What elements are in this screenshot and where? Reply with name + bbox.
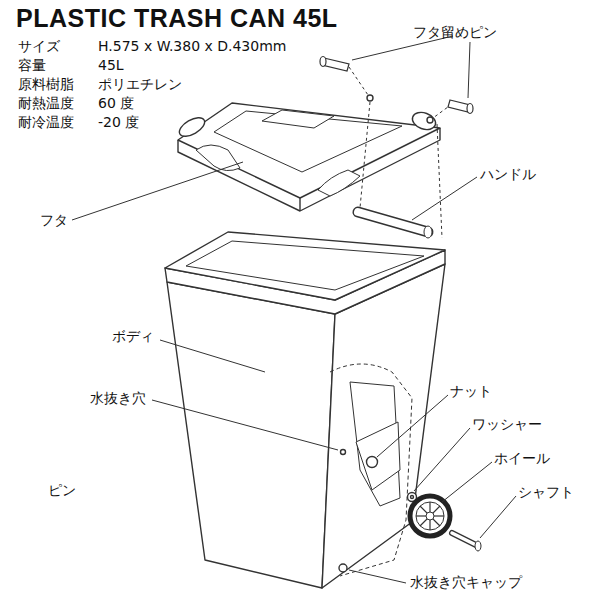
assembly-line [360, 102, 370, 208]
spoke [420, 506, 440, 526]
part-label: ナット [450, 383, 492, 399]
leader-lines [72, 36, 516, 583]
nut [367, 457, 378, 468]
pin-head [467, 104, 473, 114]
leader-line [412, 177, 477, 220]
part-label: ハンドル [480, 166, 536, 182]
shaft-body [452, 533, 478, 546]
lid-grip [318, 170, 360, 196]
spec-name: サイズ [18, 38, 60, 54]
body-side [322, 264, 445, 588]
wheel [410, 496, 450, 536]
body-rim [165, 232, 445, 300]
part-label: ボディ [112, 328, 154, 344]
part-label: ワッシャー [472, 416, 542, 432]
handle-bar [358, 212, 428, 232]
part-label: シャフト [518, 484, 574, 500]
washer-hole [411, 496, 414, 499]
handle-end [424, 226, 432, 238]
leader-line [160, 340, 265, 372]
body [165, 232, 445, 588]
part-label: 水抜き穴キャップ [410, 574, 522, 590]
shaft-body [452, 533, 478, 546]
spec-value: ポリエチレン [98, 76, 182, 92]
lid-panel [214, 111, 402, 172]
wheel-hub [426, 512, 434, 520]
shaft-head [475, 541, 481, 551]
lid-top [178, 103, 440, 198]
spec-value: 45L [98, 57, 124, 73]
part-label: ホイール [494, 450, 550, 466]
pin-hole [427, 117, 433, 123]
lid-hinge-tab [410, 109, 438, 132]
body-opening [186, 241, 424, 290]
shaft [452, 533, 481, 551]
lid-pins [320, 57, 473, 114]
lid-grip [196, 145, 240, 171]
part-label: ピン [48, 482, 76, 498]
drain-hole [341, 450, 346, 455]
wheel-rim [416, 502, 444, 530]
wheel-housing [330, 364, 412, 576]
body-side [167, 282, 335, 588]
leader-line [442, 462, 492, 502]
lid [176, 95, 440, 211]
spec-name: 耐熱温度 [18, 95, 74, 111]
lid-edge [299, 198, 300, 211]
part-label: フタ留めピン [413, 24, 497, 40]
leader-line [152, 400, 338, 450]
leader-line [349, 570, 406, 583]
spec-name: 原料樹脂 [18, 76, 74, 92]
assembly-line [437, 124, 442, 238]
spec-value: H.575 x W.380 x D.430mm [98, 38, 286, 54]
spec-value: 60 度 [98, 95, 134, 111]
wheel-tyre [410, 496, 450, 536]
leader-line [72, 162, 243, 220]
part-label: フタ [40, 212, 68, 228]
leader-line [468, 42, 470, 98]
handle-bar [358, 212, 428, 232]
assembly-line [349, 67, 368, 95]
part-label: 水抜き穴 [90, 390, 146, 406]
spec-value: -20 度 [98, 114, 139, 130]
wheel-spokes [416, 502, 444, 530]
spec-name: 容量 [18, 57, 46, 73]
spoke [420, 506, 440, 526]
drain-cap [339, 564, 347, 572]
spec-name: 耐冷温度 [18, 114, 74, 130]
title: PLASTIC TRASH CAN 45L [16, 4, 338, 33]
handle [358, 212, 432, 238]
leader-line [480, 496, 516, 538]
lid-hinge-tab [176, 114, 207, 140]
lid-slot [262, 110, 334, 128]
pin-hole [367, 95, 373, 101]
pin-head [320, 57, 326, 67]
leader-line [414, 428, 470, 491]
leader-line [377, 395, 448, 457]
